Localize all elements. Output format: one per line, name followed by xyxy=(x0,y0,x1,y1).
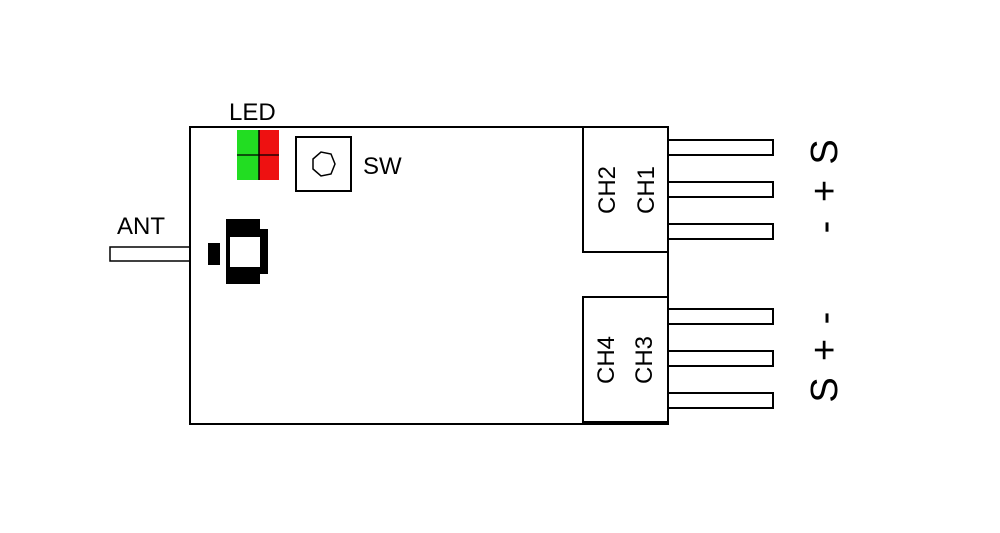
pin xyxy=(667,139,774,156)
pin xyxy=(667,350,774,367)
pin-label-top-plus: + xyxy=(804,180,846,202)
ch1-label: CH1 xyxy=(633,166,660,214)
ch4-label: CH4 xyxy=(593,336,620,384)
pin xyxy=(667,223,774,240)
pin xyxy=(667,392,774,409)
antenna-connector xyxy=(208,219,268,284)
switch-button[interactable] xyxy=(295,136,352,192)
switch-knob-icon xyxy=(312,151,336,177)
pin-label-top-minus: - xyxy=(804,221,846,234)
ch3-label: CH3 xyxy=(631,336,658,384)
ant-label: ANT xyxy=(117,213,165,240)
pin-label-top-s: S xyxy=(804,139,846,164)
pin-label-bottom-plus: + xyxy=(804,339,846,361)
led-indicator xyxy=(237,130,279,180)
pin-label-bottom-minus: - xyxy=(804,312,846,325)
ch2-label: CH2 xyxy=(594,166,621,214)
connector-block-top xyxy=(582,126,774,253)
pin xyxy=(667,181,774,198)
sw-label: SW xyxy=(363,153,402,180)
connector-block-bottom xyxy=(582,296,774,423)
pin xyxy=(667,308,774,325)
led-label: LED xyxy=(229,99,276,126)
pin-label-bottom-s: S xyxy=(804,377,846,402)
